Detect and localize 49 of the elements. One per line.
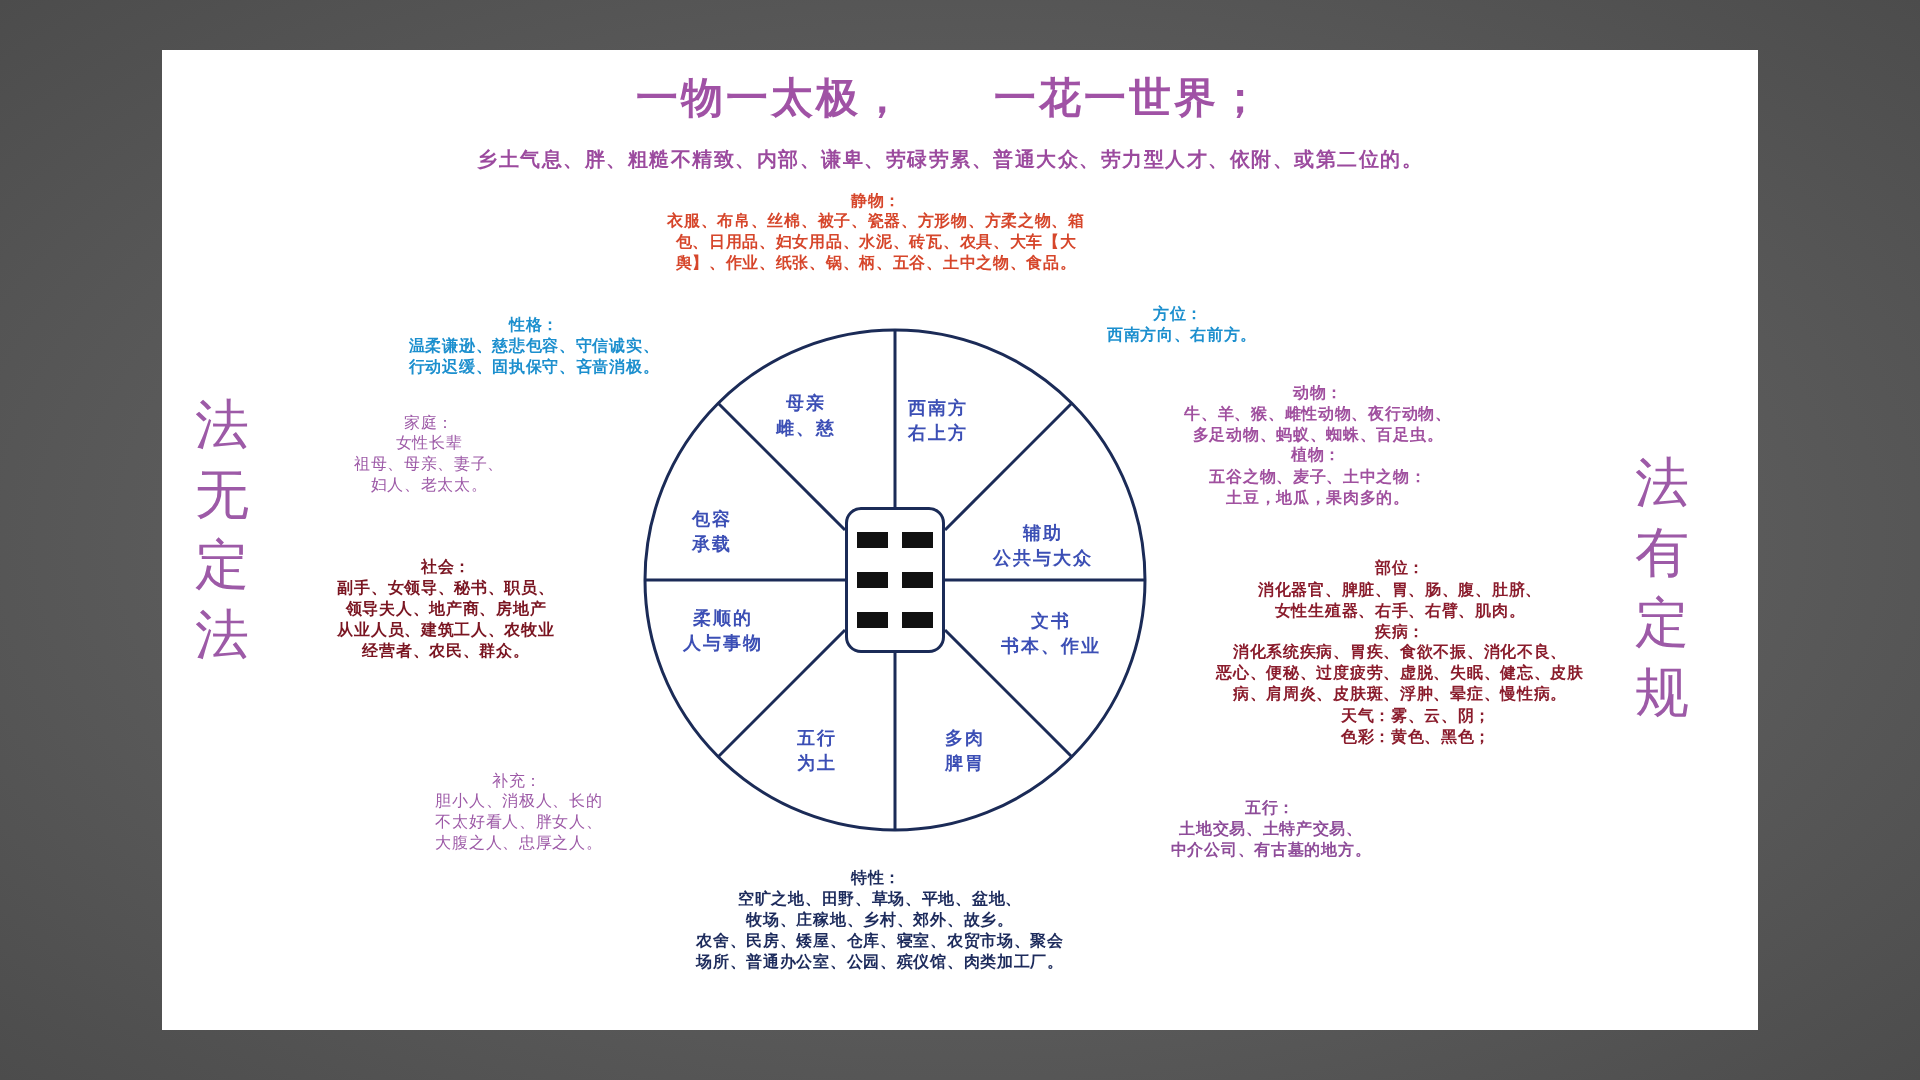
sector-title: 多肉 bbox=[945, 726, 985, 750]
category-heading: 方位： bbox=[1152, 302, 1204, 324]
keyword-list: 胆小人、消极人、长的不太好看人、胖女人、大腹之人、忠厚之人。 bbox=[434, 789, 604, 853]
keyword-list: 土地交易、土特产交易、中介公司、有古墓的地方。 bbox=[1170, 817, 1372, 860]
keyword-list: 女性长辈 bbox=[395, 431, 463, 453]
category-heading: 植物： bbox=[1290, 443, 1342, 465]
sector-title: 柔顺的 bbox=[692, 606, 754, 630]
sector-text: 右上方 bbox=[908, 421, 968, 445]
category-heading: 部位： bbox=[1374, 556, 1426, 578]
category-heading: 五行： bbox=[1244, 796, 1296, 818]
keyword-list: 空旷之地、田野、草场、平地、盆地、牧场、庄稼地、乡村、郊外、故乡。 bbox=[737, 887, 1023, 930]
sector-title: 母亲 bbox=[785, 391, 827, 415]
sector-title: 文书 bbox=[1030, 609, 1072, 633]
diagram-title: 一物一太极， 一花一世界； bbox=[636, 73, 1264, 123]
sector-text: 脾胃 bbox=[945, 751, 985, 775]
category-heading: 性格： bbox=[508, 313, 560, 335]
category-heading: 静物： bbox=[850, 189, 902, 211]
keyword-list: 祖母、母亲、妻子、妇人、老太太。 bbox=[353, 452, 505, 495]
keyword-list: 西南方向、右前方。 bbox=[1106, 323, 1258, 345]
sector-title: 西南方 bbox=[908, 396, 968, 420]
keyword-list: 农舍、民房、矮屋、仓库、寝室、农贸市场、聚会场所、普通办公室、公园、殡仪馆、肉类加工厂。 bbox=[695, 929, 1065, 972]
vertical-motto: 法有定规 bbox=[1634, 450, 1690, 726]
subtitle: 乡土气息、胖、粗糙不精致、内部、谦卑、劳碌劳累、普通大众、劳力型人才、依附、或第二位的。 bbox=[476, 146, 1424, 172]
keyword-list: 衣服、布帛、丝棉、被子、瓷器、方形物、方柔之物、箱包、日用品、妇女用品、水泥、砖瓦、农具、大车【大舆】、作业、纸张、锅、柄、五谷、土中之物、食品。 bbox=[666, 209, 1086, 273]
center-box bbox=[845, 507, 945, 653]
category-heading: 疾病： bbox=[1374, 620, 1426, 642]
category-heading: 补充： bbox=[491, 769, 543, 791]
category-heading: 特性： bbox=[850, 866, 902, 888]
category-heading: 社会： bbox=[420, 555, 472, 577]
sector-title: 包容 bbox=[692, 507, 732, 531]
keyword-list: 消化系统疾病、胃疾、食欲不振、消化不良、恶心、便秘、过度疲劳、虚脱、失眠、健忘、皮肤病、肩周炎、皮肤斑、浮肿、晕症、慢性病。 bbox=[1215, 640, 1585, 704]
sector-title: 五行 bbox=[797, 726, 837, 750]
sector-text: 雌、慈 bbox=[776, 416, 836, 440]
sector-text: 承载 bbox=[692, 532, 732, 556]
category-heading: 动物： bbox=[1292, 381, 1344, 403]
keyword-list: 消化器官、脾脏、胃、肠、腹、肚脐、女性生殖器、右手、右臂、肌肉。 bbox=[1257, 578, 1543, 621]
keyword-list: 天气：雾、云、阴； bbox=[1340, 704, 1492, 726]
sector-text: 人与事物 bbox=[683, 631, 763, 655]
keyword-list: 牛、羊、猴、雌性动物、夜行动物、多足动物、蚂蚁、蜘蛛、百足虫。 bbox=[1183, 402, 1453, 445]
category-heading: 家庭： bbox=[403, 411, 455, 433]
vertical-motto: 法无定法 bbox=[194, 392, 250, 668]
sector-text: 为土 bbox=[797, 751, 837, 775]
sector-text: 公共与大众 bbox=[993, 546, 1093, 570]
keyword-list: 五谷之物、麦子、土中之物：土豆，地瓜，果肉多的。 bbox=[1208, 465, 1428, 508]
keyword-list: 温柔谦逊、慈悲包容、守信诚实、行动迟缓、固执保守、吝啬消极。 bbox=[408, 334, 660, 377]
sector-text: 书本、作业 bbox=[1001, 634, 1101, 658]
sector-title: 辅助 bbox=[1021, 521, 1064, 545]
keyword-list: 色彩：黄色、黑色； bbox=[1340, 725, 1492, 747]
keyword-list: 副手、女领导、秘书、职员、领导夫人、地产商、房地产从业人员、建筑工人、农牧业经营者、农民、群众。 bbox=[336, 576, 556, 661]
